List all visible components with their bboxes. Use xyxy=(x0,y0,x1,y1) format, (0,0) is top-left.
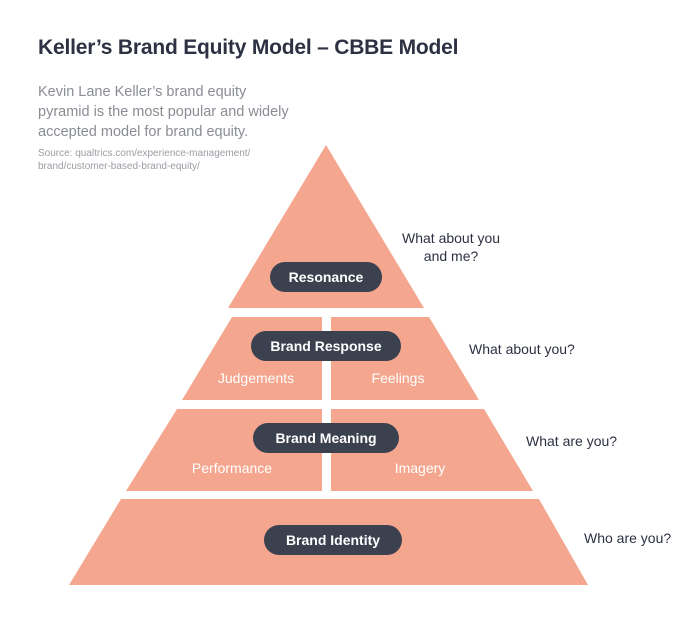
identity-question: Who are you? xyxy=(584,530,672,546)
response-question: What about you? xyxy=(469,341,575,357)
meaning-question: What are you? xyxy=(526,433,618,449)
resonance-label: Resonance xyxy=(270,262,382,292)
resonance-question-line-1: What about you xyxy=(402,230,501,246)
brand-meaning-label: Brand Meaning xyxy=(253,423,399,453)
feelings-label: Feelings xyxy=(371,370,425,386)
resonance-question: What about you and me? xyxy=(402,229,500,265)
brand-identity-label: Brand Identity xyxy=(264,525,402,555)
source-line-1: Source: qualtrics.com/experience-managem… xyxy=(38,148,251,159)
performance-label: Performance xyxy=(191,460,273,476)
judgements-label: Judgements xyxy=(217,370,295,386)
source-line-2: brand/customer-based-brand-equity/ xyxy=(38,161,200,172)
description: Kevin Lane Keller’s brand equity pyramid… xyxy=(38,84,289,140)
source-citation: Source: qualtrics.com/experience-managem… xyxy=(38,147,278,173)
page-title: Keller’s Brand Equity Model – CBBE Model xyxy=(38,36,459,59)
resonance-question-line-2: and me? xyxy=(423,248,479,264)
brand-response-label: Brand Response xyxy=(251,331,401,361)
imagery-label: Imagery xyxy=(394,460,446,476)
